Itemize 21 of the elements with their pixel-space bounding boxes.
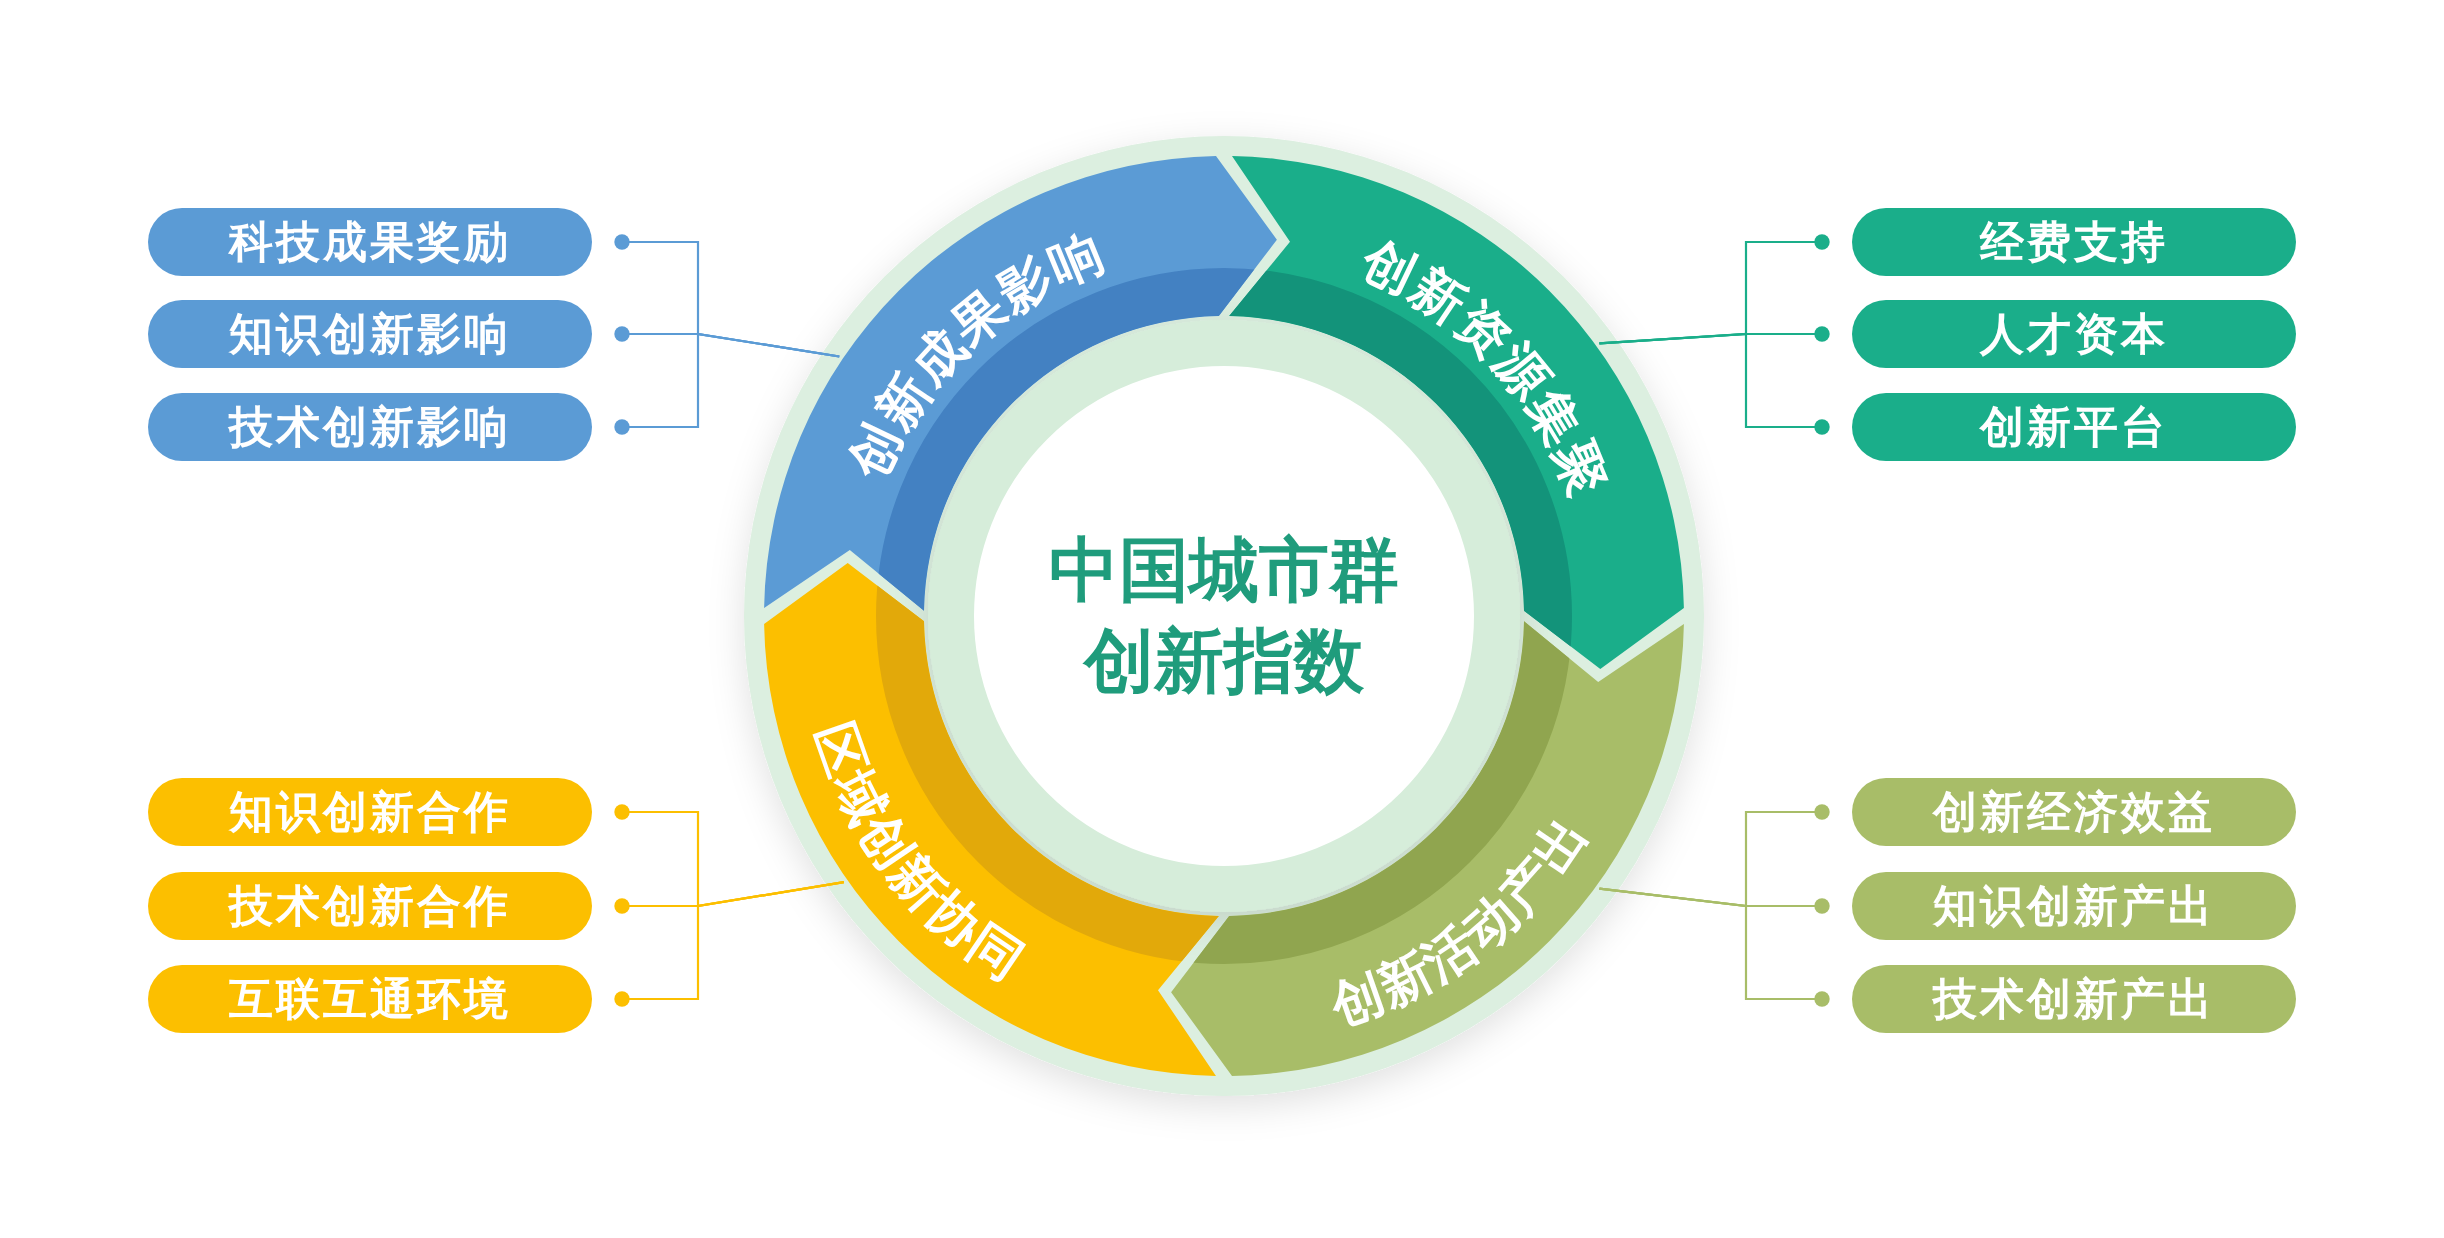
indicator-pill: 创新平台 [1852,393,2296,461]
indicator-pill: 知识创新合作 [148,778,592,846]
segment-title: 区域创新协同 [803,715,1036,992]
segment-title: 创新资源集聚 [1353,229,1619,506]
indicator-pill: 人才资本 [1852,300,2296,368]
segment-title: 创新活动产出 [1323,804,1600,1037]
indicator-pill: 创新经济效益 [1852,778,2296,846]
indicator-pill: 科技成果奖励 [148,208,592,276]
indicator-pill: 经费支持 [1852,208,2296,276]
indicator-pill: 技术创新产出 [1852,965,2296,1033]
connector-line [614,332,840,435]
indicator-pill: 技术创新合作 [148,872,592,940]
connector-line [1599,887,1830,1007]
center-title: 中国城市群创新指数 [1048,525,1400,707]
connector-line [1599,332,1830,435]
indicator-pill: 技术创新影响 [148,393,592,461]
connector-line [614,881,845,1007]
indicator-pill: 知识创新影响 [148,300,592,368]
indicator-pill: 知识创新产出 [1852,872,2296,940]
segment-title: 创新成果影响 [837,221,1114,487]
indicator-pill: 互联互通环境 [148,965,592,1033]
